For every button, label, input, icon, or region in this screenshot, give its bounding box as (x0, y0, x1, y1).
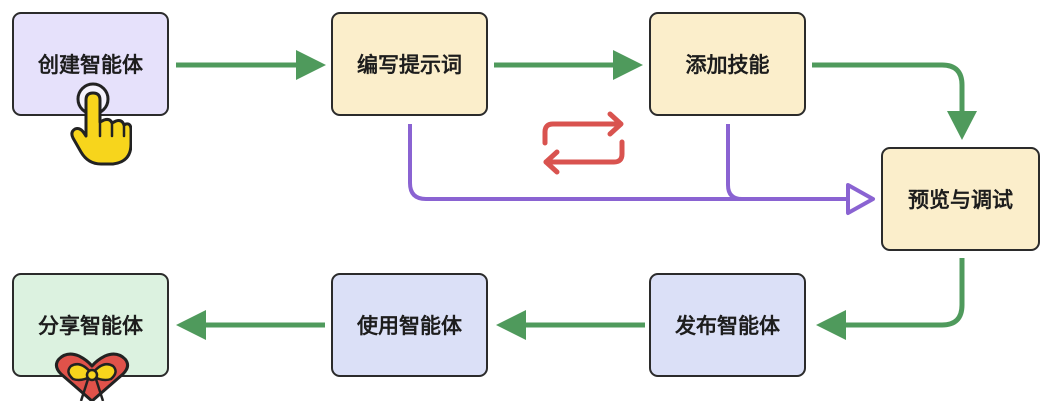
node-preview-debug[interactable]: 预览与调试 (881, 147, 1040, 251)
arrow-prompt-to-skills (494, 50, 643, 80)
node-use-agent[interactable]: 使用智能体 (331, 273, 488, 377)
arrow-prompt-skills-to-preview (408, 124, 875, 215)
node-publish-agent[interactable]: 发布智能体 (649, 273, 806, 377)
arrow-preview-to-publish (816, 258, 965, 340)
node-preview-debug-label: 预览与调试 (908, 188, 1013, 212)
cycle-arrows-icon (542, 111, 625, 175)
arrow-publish-to-use (496, 310, 645, 340)
node-add-skills-label: 添加技能 (685, 53, 770, 77)
node-write-prompt-label: 编写提示词 (357, 53, 462, 77)
node-write-prompt[interactable]: 编写提示词 (331, 12, 488, 116)
node-share-agent-label: 分享智能体 (38, 314, 143, 338)
node-publish-agent-label: 发布智能体 (675, 314, 780, 338)
arrow-skills-to-preview (812, 62, 977, 140)
arrow-create-to-prompt (176, 50, 326, 80)
pointing-hand-icon (70, 82, 132, 166)
node-create-agent-label: 创建智能体 (38, 53, 143, 77)
node-add-skills[interactable]: 添加技能 (649, 12, 806, 116)
arrow-use-to-share (176, 310, 325, 340)
node-use-agent-label: 使用智能体 (357, 314, 462, 338)
heart-gift-icon (54, 352, 130, 401)
